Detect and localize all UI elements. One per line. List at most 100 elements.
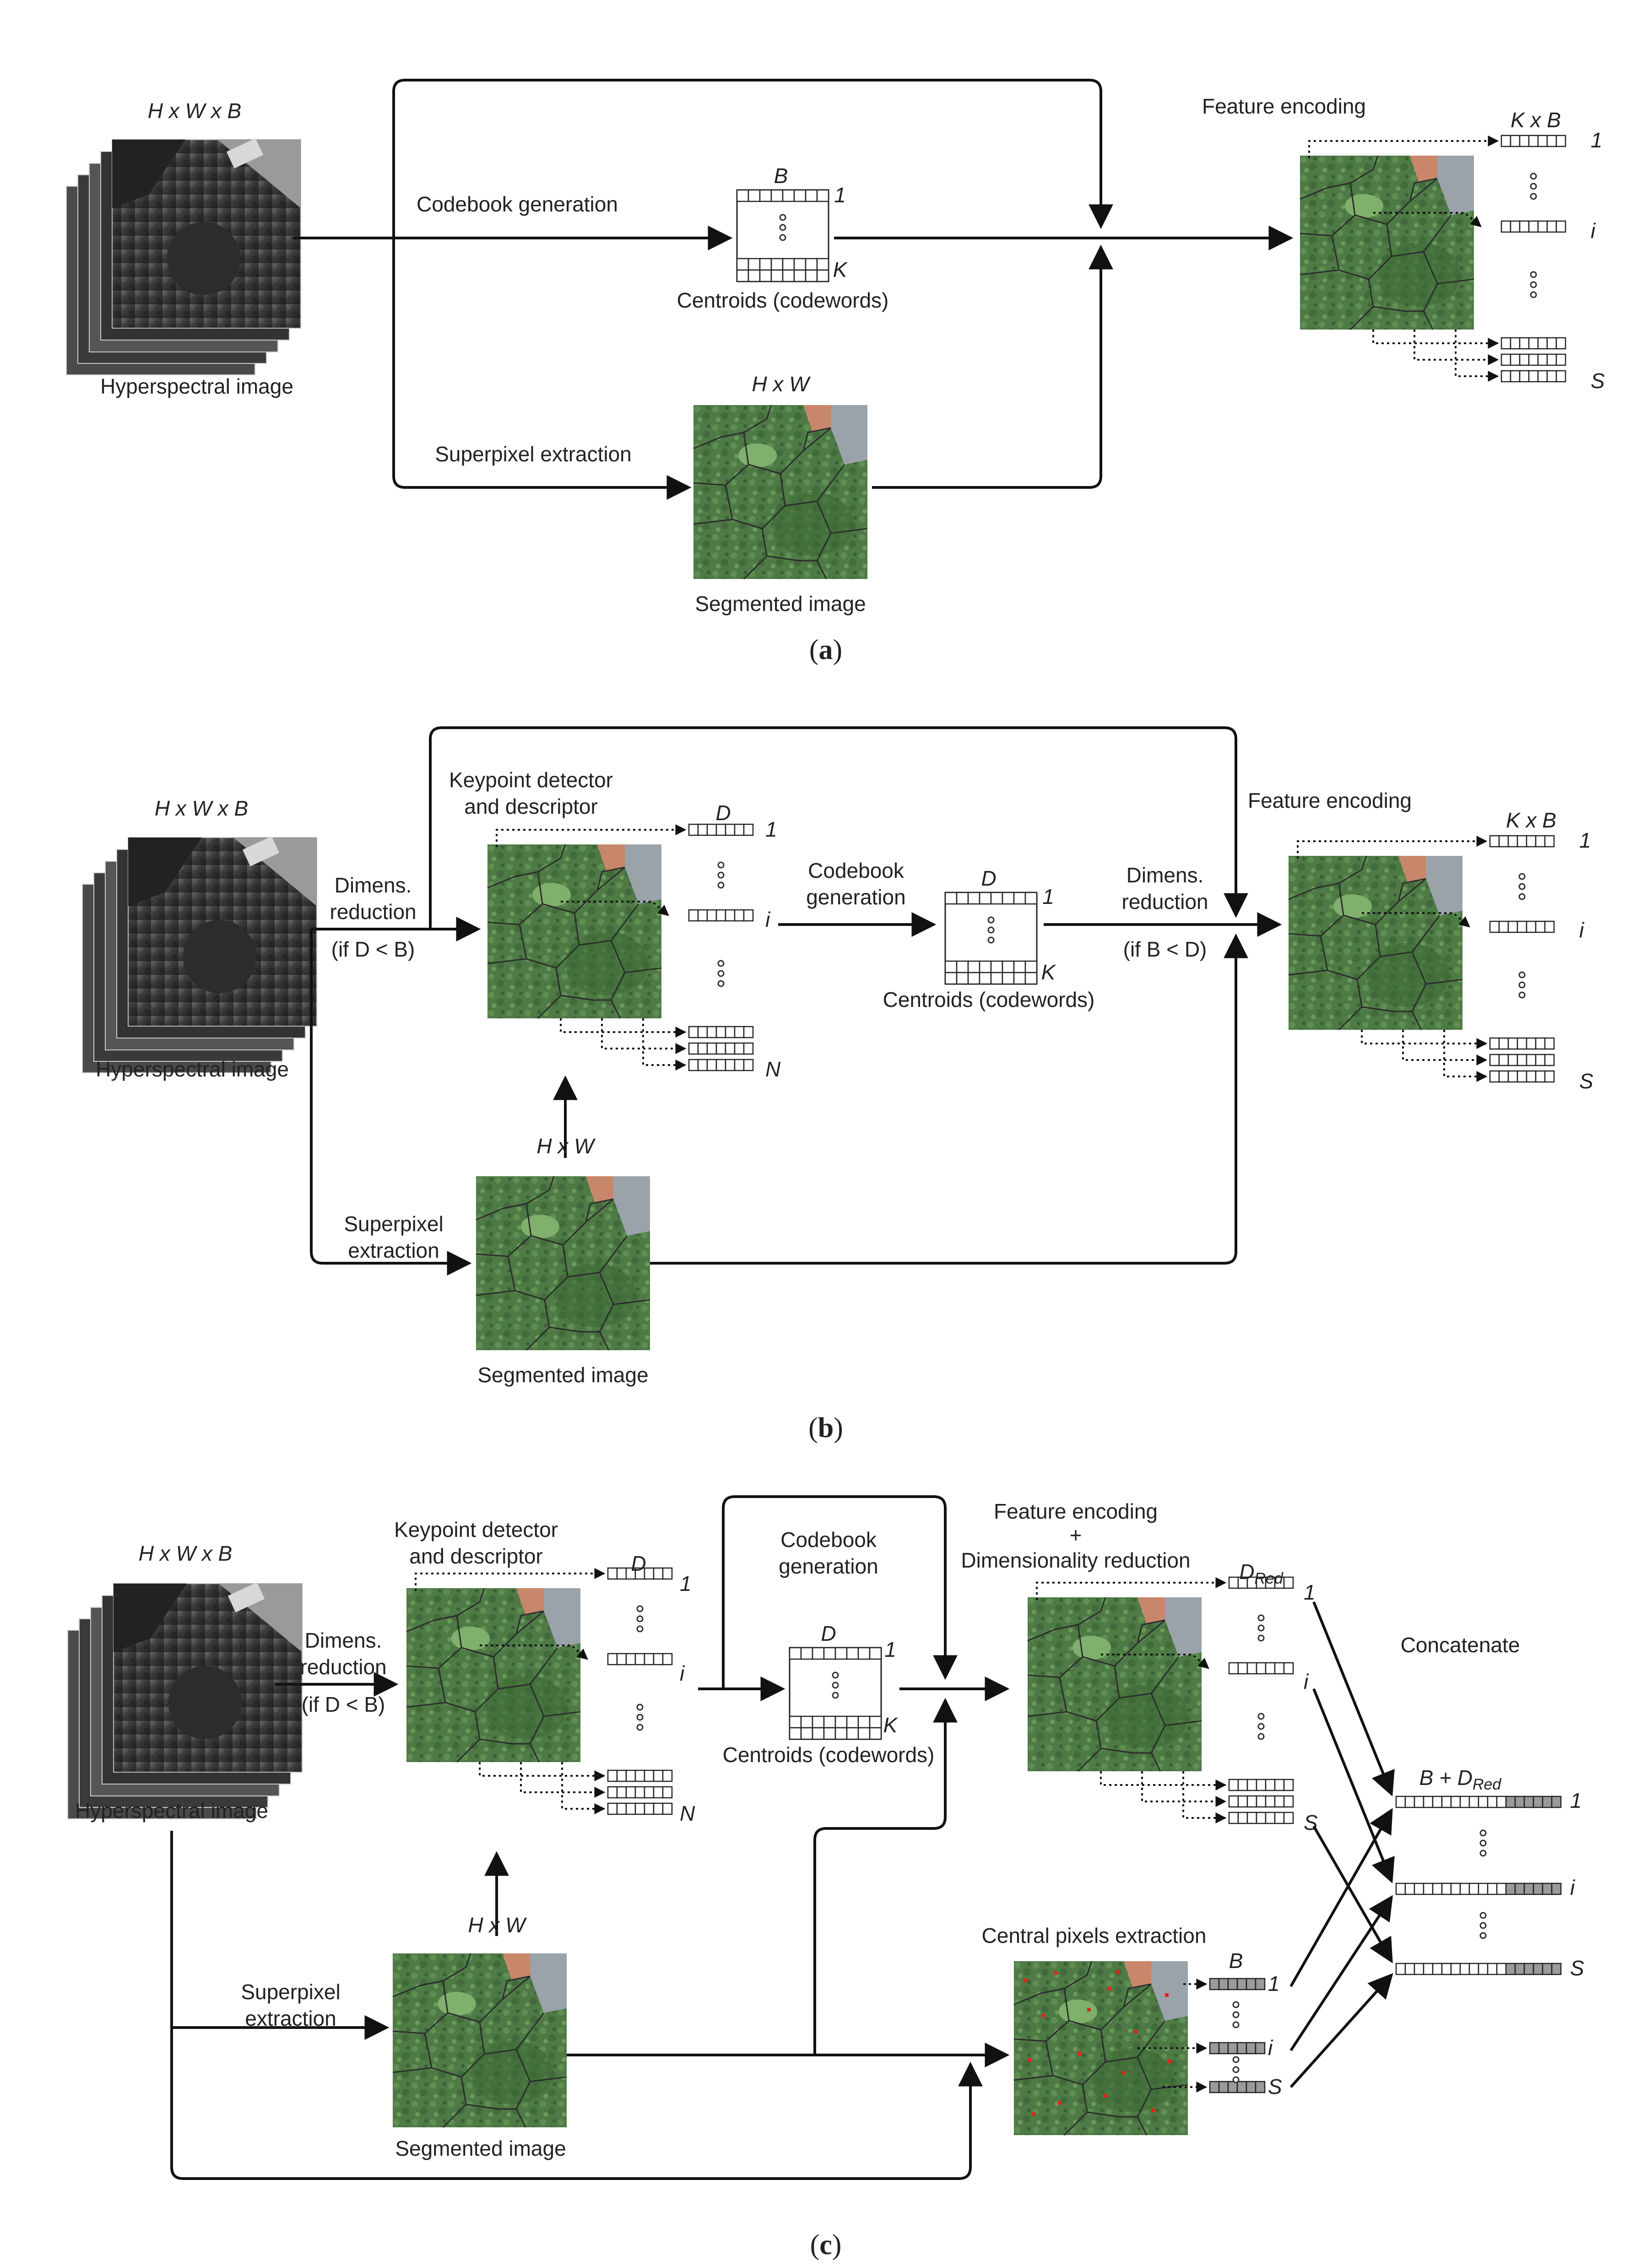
cp-vector-i <box>1209 2042 1266 2055</box>
concat-arrow-4 <box>1289 1808 1393 1987</box>
cat-1-label: 1 <box>1570 1789 1582 1812</box>
cp-B-label: B <box>1229 1949 1243 1973</box>
dimred2-cond-label: (if B < D) <box>1123 937 1207 961</box>
keypoint-label-1: Keypoint detector <box>394 1518 558 1541</box>
cbgen-label-1: Codebook <box>808 859 905 882</box>
fe-1-label: 1 <box>1591 128 1603 152</box>
segmented-up-arrow <box>650 933 1248 1265</box>
segmented-image <box>693 404 868 580</box>
cp-1-label: 1 <box>1268 1972 1280 1996</box>
fe-S-label: S <box>1591 369 1605 393</box>
concat-arrow-3 <box>1312 1825 1393 1963</box>
hsi-dims-label: H x W x B <box>155 796 248 820</box>
concat-vector-i <box>1395 1882 1562 1895</box>
kp-D-label: D <box>715 801 731 825</box>
superpixel-label-2: extraction <box>348 1238 439 1262</box>
fe-S-label: S <box>1579 1069 1593 1093</box>
cat-i-label: i <box>1570 1876 1576 1899</box>
kp-1-label: 1 <box>765 817 777 841</box>
segmented-image <box>475 1175 651 1351</box>
bottom-bypass-arrow <box>170 1831 983 2180</box>
dimred-cond-label: (if D < B) <box>302 1693 385 1716</box>
central-pixels-label: Central pixels extraction <box>982 1924 1207 1947</box>
fe-KxB-label: K x B <box>1506 808 1556 832</box>
cp-vector-S <box>1209 2081 1266 2093</box>
codebook-grid <box>790 1648 881 1739</box>
cbgen-label-2: generation <box>806 885 905 909</box>
hsi-label: Hyperspectral image <box>75 1799 268 1823</box>
fe-label-1: Feature encoding <box>994 1499 1158 1523</box>
cp-vector-1 <box>1209 1978 1266 1990</box>
panel-a: H x W x B Hyperspectral image Codebook g… <box>66 79 1605 665</box>
codebook-grid <box>737 190 829 281</box>
concat-dots-2 <box>1479 1912 1487 1939</box>
cbgen-label-1: Codebook <box>780 1528 877 1552</box>
fe-label-2: + <box>1070 1523 1082 1547</box>
dimred-cond-label: (if D < B) <box>331 937 415 961</box>
superpixel-label-1: Superpixel <box>344 1212 443 1236</box>
keypoint-label-1: Keypoint detector <box>449 768 613 792</box>
cbgen-label-2: generation <box>779 1554 878 1578</box>
seg-dims-label: H x W <box>536 1134 596 1158</box>
cp-dots-2 <box>1232 2056 1240 2083</box>
cat-dims-label: B + DRed <box>1419 1766 1502 1793</box>
concat-arrow-2 <box>1312 1688 1395 1884</box>
dimred2-label-1: Dimens. <box>1127 863 1204 887</box>
seg-dims-label: H x W <box>468 1913 527 1937</box>
segmented-label: Segmented image <box>695 592 866 616</box>
caption-a: (a) <box>809 634 842 665</box>
cp-S-label: S <box>1268 2075 1282 2098</box>
hsi-stack-icon <box>67 1582 303 1819</box>
kp-i-label: i <box>765 908 771 931</box>
concatenate-label: Concatenate <box>1401 1633 1520 1657</box>
cb-D-label: D <box>981 866 996 890</box>
top-bypass-arrow <box>293 79 1113 239</box>
segmented-up-arrow <box>872 244 1113 489</box>
segmented-label: Segmented image <box>477 1363 648 1387</box>
concat-arrow-6 <box>1289 1973 1393 2088</box>
fe-i-label: i <box>1579 918 1585 942</box>
caption-b: (b) <box>808 1412 843 1444</box>
segmented-label: Segmented image <box>395 2136 566 2160</box>
fe-i-label: i <box>1591 219 1596 243</box>
feature-encoding-label: Feature encoding <box>1248 789 1412 812</box>
hsi-label: Hyperspectral image <box>100 374 293 398</box>
feature-encoding-label: Feature encoding <box>1202 94 1366 118</box>
dimred-label-2: reduction <box>300 1655 386 1679</box>
concat-vector-1 <box>1395 1795 1562 1808</box>
cb-1-label: 1 <box>1042 885 1054 909</box>
hsi-dims-label: H x W x B <box>148 99 241 123</box>
fe-1-label: 1 <box>1304 1580 1316 1604</box>
kp-N-label: N <box>680 1801 695 1825</box>
superpixel-arrow <box>392 238 692 500</box>
centroids-label: Centroids (codewords) <box>723 1743 935 1767</box>
concat-arrow-5 <box>1289 1895 1393 2051</box>
superpixel-arrow <box>310 929 472 1276</box>
cb-B-label: B <box>774 164 788 188</box>
seg-to-encoding-arrow <box>561 1698 958 2056</box>
encoding-image <box>1299 155 1475 330</box>
keypoint-image <box>487 844 662 1019</box>
panel-b: H x W x B Hyperspectral image Dimens. re… <box>82 726 1593 1444</box>
hsi-stack-icon <box>66 138 301 375</box>
hsi-label: Hyperspectral image <box>96 1057 289 1081</box>
caption-c: (c) <box>810 2229 842 2261</box>
centroids-label: Centroids (codewords) <box>677 288 889 312</box>
cb-1-label: 1 <box>834 183 846 207</box>
encoding-image <box>1288 855 1463 1031</box>
dred-label: DRed <box>1239 1560 1284 1587</box>
hsi-dims-label: H x W x B <box>139 1541 232 1565</box>
seg-dims-label: H x W <box>752 372 811 396</box>
cat-S-label: S <box>1570 1956 1584 1980</box>
cb-K-label: K <box>1041 960 1056 984</box>
cp-dots-1 <box>1232 2001 1240 2028</box>
kp-N-label: N <box>765 1057 781 1081</box>
cb-K-label: K <box>883 1713 899 1737</box>
superpixel-label-2: extraction <box>245 2006 336 2030</box>
fe-KxB-label: K x B <box>1511 108 1561 132</box>
kp-D-label: D <box>631 1552 646 1575</box>
superpixel-label-1: Superpixel <box>241 1980 340 2004</box>
fe-i-label: i <box>1304 1670 1309 1693</box>
keypoint-image <box>406 1587 581 1763</box>
